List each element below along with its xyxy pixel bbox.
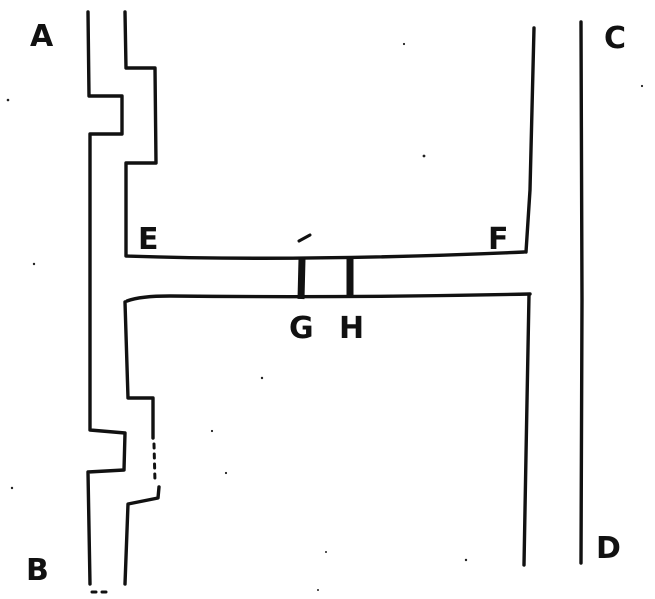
- tick-mark: [297, 233, 312, 243]
- right-wall-inner-upper-edge: [524, 26, 536, 254]
- passage-top-edge: [124, 250, 526, 260]
- label-f: F: [488, 222, 509, 257]
- left-wall-inner-lower-dotted: [152, 442, 157, 484]
- label-a: A: [30, 19, 54, 54]
- right-wall-inner-lower-edge: [522, 293, 531, 567]
- right-wall-outer-edge: [579, 20, 584, 565]
- label-b: B: [26, 553, 49, 588]
- left-wall-outer-edge: [86, 10, 127, 586]
- label-d: D: [596, 531, 621, 566]
- passage-bottom-edge: [125, 292, 532, 303]
- label-h: H: [339, 311, 364, 346]
- scan-specks: [6, 42, 644, 591]
- left-wall-inner-upper-edge: [123, 10, 158, 257]
- left-wall-inner-lower-tail: [123, 485, 161, 586]
- label-c: C: [604, 21, 626, 56]
- label-g: G: [289, 311, 314, 346]
- left-wall-inner-lower-edge: [123, 300, 155, 440]
- gate-g: [297, 258, 306, 300]
- label-e: E: [138, 222, 159, 257]
